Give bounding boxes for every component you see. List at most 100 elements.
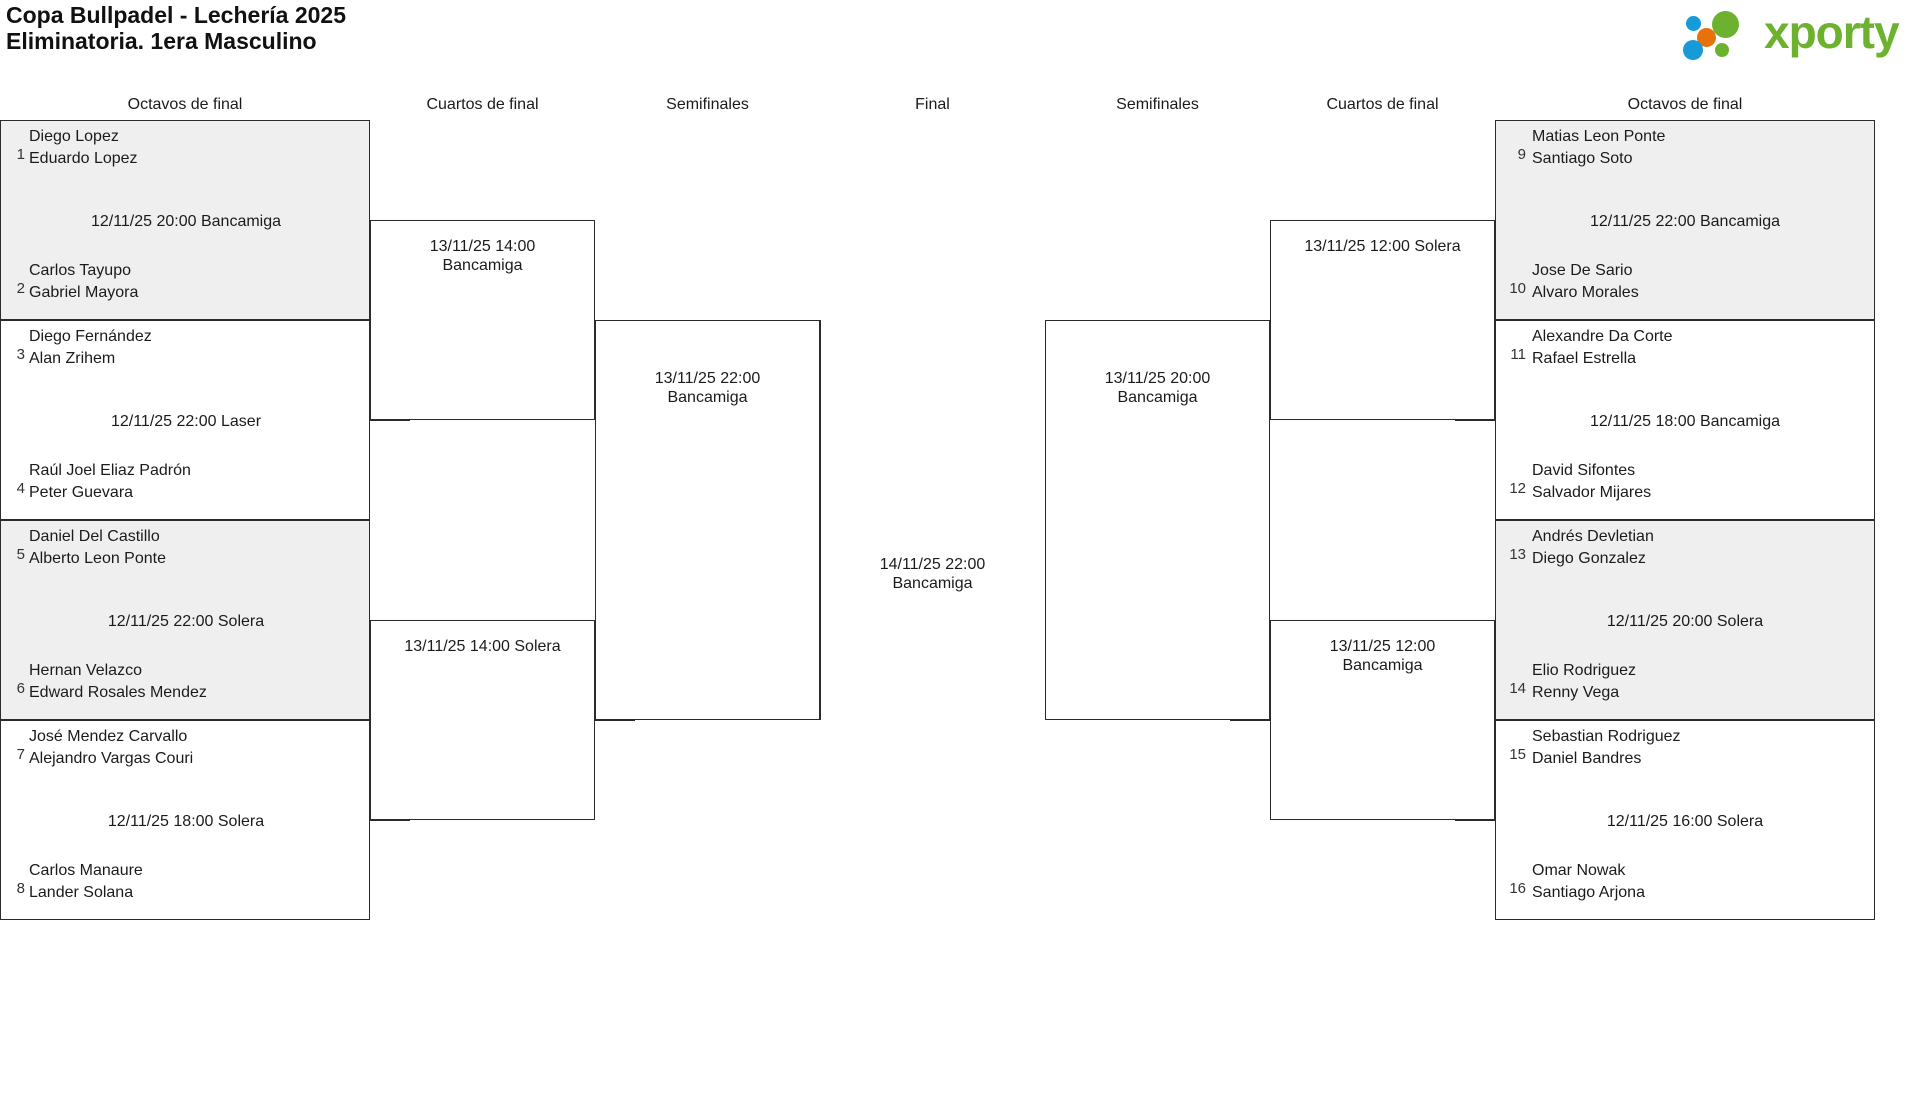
- team-player-1: José Mendez Carvallo: [29, 728, 188, 745]
- round-header-final: Final: [915, 96, 950, 113]
- team-player-2: Diego Gonzalez: [1532, 550, 1646, 567]
- match-info: 12/11/25 20:00 Bancamiga: [90, 213, 282, 230]
- team-player-1: Andrés Devletian: [1532, 528, 1654, 545]
- round-header-left-semifinales: Semifinales: [666, 96, 749, 113]
- match-info: 12/11/25 18:00 Bancamiga: [1589, 413, 1781, 430]
- final-left-border: [820, 320, 821, 720]
- match-left-r16-4[interactable]: 7 José Mendez Carvallo Alejandro Vargas …: [0, 720, 370, 920]
- seed-number: 11: [1510, 346, 1526, 363]
- match-left-r16-2[interactable]: 3 Diego Fernández Alan Zrihem 12/11/25 2…: [0, 320, 370, 520]
- seed-number: 7: [16, 746, 25, 763]
- match-left-r16-1[interactable]: 1 Diego Lopez Eduardo Lopez 12/11/25 20:…: [0, 120, 370, 320]
- team-player-1: Sebastian Rodriguez: [1532, 728, 1681, 745]
- match-info: 12/11/25 18:00 Solera: [107, 813, 265, 830]
- match-right-r16-3[interactable]: 13 Andrés Devletian Diego Gonzalez 12/11…: [1495, 520, 1875, 720]
- round-header-right-cuartos: Cuartos de final: [1326, 96, 1439, 113]
- team-player-2: Renny Vega: [1532, 684, 1620, 701]
- connector-right-r16-3: [1455, 620, 1495, 621]
- team-player-2: Alvaro Morales: [1532, 284, 1639, 301]
- match-info-line2: Bancamiga: [1342, 657, 1423, 674]
- connector-left-qf-2: [595, 720, 635, 721]
- team-player-2: Lander Solana: [29, 884, 134, 901]
- round-header-right-octavos: Octavos de final: [1627, 96, 1743, 113]
- round-header-left-cuartos: Cuartos de final: [426, 96, 539, 113]
- match-right-sf[interactable]: 13/11/25 20:00 Bancamiga: [1045, 320, 1270, 720]
- logo-dot-orange: [1697, 28, 1716, 47]
- match-info-line1: 13/11/25 22:00: [654, 370, 761, 387]
- round-header-left-octavos: Octavos de final: [127, 96, 243, 113]
- seed-number: 1: [16, 146, 25, 163]
- team-player-1: Omar Nowak: [1532, 862, 1626, 879]
- connector-right-qf-1: [1230, 320, 1270, 321]
- team-player-1: Jose De Sario: [1532, 262, 1633, 279]
- match-right-r16-4[interactable]: 15 Sebastian Rodriguez Daniel Bandres 12…: [1495, 720, 1875, 920]
- team-player-2: Alberto Leon Ponte: [29, 550, 166, 567]
- team-player-1: Daniel Del Castillo: [29, 528, 160, 545]
- match-info-line1: 13/11/25 14:00 Solera: [404, 638, 561, 655]
- match-left-r16-3[interactable]: 5 Daniel Del Castillo Alberto Leon Ponte…: [0, 520, 370, 720]
- seed-number: 9: [1517, 146, 1526, 163]
- match-final-info-line2: Bancamiga: [892, 575, 973, 592]
- logo-dot-blue-small: [1686, 16, 1701, 31]
- page-title: Copa Bullpadel - Lechería 2025 Eliminato…: [6, 2, 346, 54]
- logo-dot-green-small: [1715, 43, 1729, 57]
- seed-number: 16: [1509, 880, 1526, 897]
- seed-number: 4: [16, 480, 25, 497]
- match-left-qf-1[interactable]: 13/11/25 14:00 Bancamiga: [370, 220, 595, 420]
- tournament-stage: Eliminatoria. 1era Masculino: [6, 28, 317, 54]
- seed-number: 6: [16, 680, 25, 697]
- seed-number: 10: [1509, 280, 1526, 297]
- round-header-right-semifinales: Semifinales: [1116, 96, 1199, 113]
- team-player-2: Edward Rosales Mendez: [29, 684, 207, 701]
- team-player-1: Carlos Manaure: [29, 862, 143, 879]
- logo-dots-icon: [1682, 10, 1762, 60]
- match-left-qf-2[interactable]: 13/11/25 14:00 Solera: [370, 620, 595, 820]
- connector-left-r16-2: [370, 420, 410, 421]
- match-info-line2: Bancamiga: [442, 257, 523, 274]
- seed-number: 13: [1509, 546, 1526, 563]
- seed-number: 14: [1509, 680, 1526, 697]
- team-player-1: Raúl Joel Eliaz Padrón: [29, 462, 191, 479]
- match-right-r16-1[interactable]: 9 Matias Leon Ponte Santiago Soto 12/11/…: [1495, 120, 1875, 320]
- match-right-qf-1[interactable]: 13/11/25 12:00 Solera: [1270, 220, 1495, 420]
- seed-number: 5: [16, 546, 25, 563]
- match-info: 12/11/25 22:00 Solera: [107, 613, 265, 630]
- team-player-1: David Sifontes: [1532, 462, 1636, 479]
- match-info: 12/11/25 16:00 Solera: [1606, 813, 1764, 830]
- team-player-2: Alan Zrihem: [29, 350, 116, 367]
- logo-dot-green-large: [1712, 11, 1739, 38]
- team-player-2: Rafael Estrella: [1532, 350, 1637, 367]
- team-player-2: Eduardo Lopez: [29, 150, 138, 167]
- team-player-2: Peter Guevara: [29, 484, 134, 501]
- team-player-1: Carlos Tayupo: [29, 262, 131, 279]
- match-right-qf-2[interactable]: 13/11/25 12:00 Bancamiga: [1270, 620, 1495, 820]
- match-info-line1: 13/11/25 20:00: [1104, 370, 1211, 387]
- connector-right-qf-2: [1230, 720, 1270, 721]
- seed-number: 12: [1509, 480, 1526, 497]
- team-player-1: Hernan Velazco: [29, 662, 142, 679]
- team-player-1: Diego Lopez: [29, 128, 119, 145]
- match-info: 12/11/25 22:00 Bancamiga: [1589, 213, 1781, 230]
- xporty-logo: xporty: [1654, 6, 1904, 62]
- team-player-2: Santiago Arjona: [1532, 884, 1645, 901]
- match-left-sf[interactable]: 13/11/25 22:00 Bancamiga: [595, 320, 820, 720]
- match-right-r16-2[interactable]: 11 Alexandre Da Corte Rafael Estrella 12…: [1495, 320, 1875, 520]
- match-info: 12/11/25 20:00 Solera: [1606, 613, 1764, 630]
- match-info-line1: 13/11/25 14:00: [429, 238, 536, 255]
- team-player-1: Alexandre Da Corte: [1532, 328, 1673, 345]
- tournament-name: Copa Bullpadel - Lechería 2025: [6, 2, 347, 28]
- seed-number: 3: [16, 346, 25, 363]
- logo-dot-blue-large: [1683, 40, 1703, 60]
- team-player-2: Gabriel Mayora: [29, 284, 139, 301]
- team-player-2: Santiago Soto: [1532, 150, 1633, 167]
- team-player-2: Daniel Bandres: [1532, 750, 1642, 767]
- connector-right-r16-1: [1455, 220, 1495, 221]
- match-final-info-line1: 14/11/25 22:00: [879, 556, 986, 573]
- seed-number: 15: [1509, 746, 1526, 763]
- match-info-line2: Bancamiga: [667, 389, 748, 406]
- team-player-2: Alejandro Vargas Couri: [29, 750, 194, 767]
- connector-right-r16-4: [1455, 820, 1495, 821]
- seed-number: 8: [16, 880, 25, 897]
- team-player-2: Salvador Mijares: [1532, 484, 1652, 501]
- connector-left-r16-4: [370, 820, 410, 821]
